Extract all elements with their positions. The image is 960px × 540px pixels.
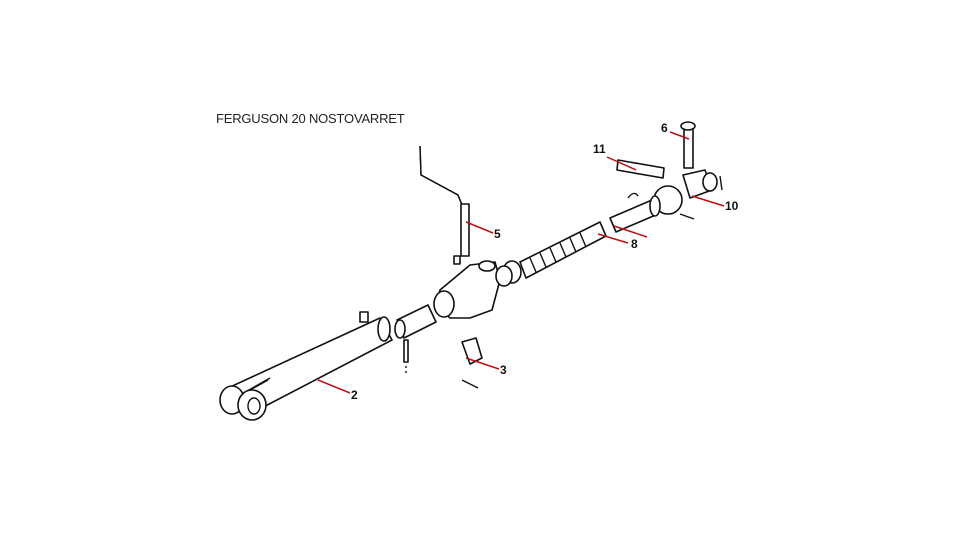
part-handle-rod <box>419 145 463 206</box>
callout-10: 10 <box>725 199 739 213</box>
part-clevis <box>682 169 718 199</box>
part-roll-pin <box>403 339 409 363</box>
part-ball-joint <box>627 185 683 217</box>
callout-6: 6 <box>661 121 668 135</box>
callout-3: 3 <box>500 363 507 377</box>
part-grease-nipple <box>461 337 483 365</box>
callout-11: 11 <box>593 142 606 156</box>
part-cotter <box>461 379 479 389</box>
part-split-pin <box>719 175 723 191</box>
part-pin-6 <box>683 127 694 169</box>
part-key <box>679 213 695 220</box>
part-pin-11 <box>616 159 665 179</box>
part-threaded-screw <box>495 221 607 287</box>
part-sleeve <box>394 304 437 339</box>
leader-lines <box>317 131 725 394</box>
part-lower-arm <box>219 311 393 421</box>
part-handle-shaft <box>460 203 470 257</box>
part-housing <box>433 255 501 319</box>
callout-8: 8 <box>631 237 638 251</box>
callout-5: 5 <box>494 227 501 241</box>
callout-2: 2 <box>351 388 358 402</box>
diagram-title: FERGUSON 20 NOSTOVARRET <box>216 111 405 126</box>
